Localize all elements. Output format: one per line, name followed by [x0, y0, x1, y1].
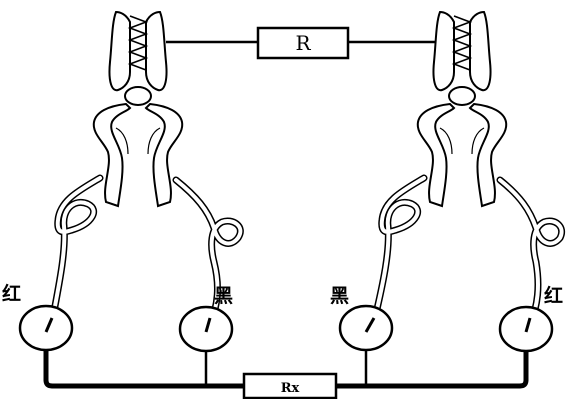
label-right-red: 红 [544, 284, 563, 307]
right-red-cable [496, 176, 565, 329]
left-black-cable [172, 176, 244, 329]
label-left-black: 黑 [214, 285, 233, 307]
bottom-wire-left [43, 350, 244, 389]
resistor-rx-label: Rx [281, 381, 300, 396]
terminal-right-black [338, 304, 394, 352]
left-red-cable [48, 174, 104, 326]
label-left-red: 红 [2, 282, 21, 305]
resistor-r-label: R [295, 31, 311, 55]
label-right-black: 黑 [330, 285, 349, 307]
right-black-cable [370, 174, 428, 326]
terminal-left-red [18, 304, 74, 352]
bottom-wire-right [336, 351, 529, 389]
